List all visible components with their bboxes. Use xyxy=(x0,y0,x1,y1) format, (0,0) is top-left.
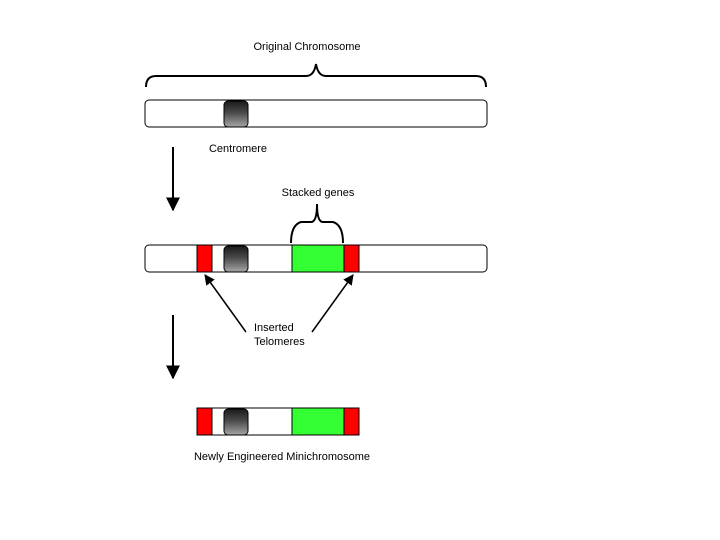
mini-centromere xyxy=(223,408,249,436)
stacked-genes-label: Stacked genes xyxy=(282,187,355,199)
centromere-original xyxy=(223,100,249,128)
inserted-telomeres-label-line1: Inserted xyxy=(254,322,294,334)
original-chromosome-brace xyxy=(145,63,487,88)
stacked-genes-brace xyxy=(290,203,344,244)
original-chromosome-label: Original Chromosome xyxy=(254,41,361,53)
centromere-label: Centromere xyxy=(209,143,267,155)
stacked-genes xyxy=(291,244,345,273)
mini-telomere-left xyxy=(196,407,213,436)
mini-stacked-genes xyxy=(291,407,345,436)
mini-telomere-right xyxy=(343,407,360,436)
centromere-engineered xyxy=(223,245,249,273)
minichromosome-label: Newly Engineered Minichromosome xyxy=(194,451,370,463)
telomere-arrow-left xyxy=(204,274,247,333)
telomere-right xyxy=(343,244,360,273)
inserted-telomeres-label-line2: Telomeres xyxy=(254,336,305,348)
telomere-left xyxy=(196,244,213,273)
telomere-arrow-right xyxy=(311,274,354,333)
original-chromosome xyxy=(144,99,488,128)
